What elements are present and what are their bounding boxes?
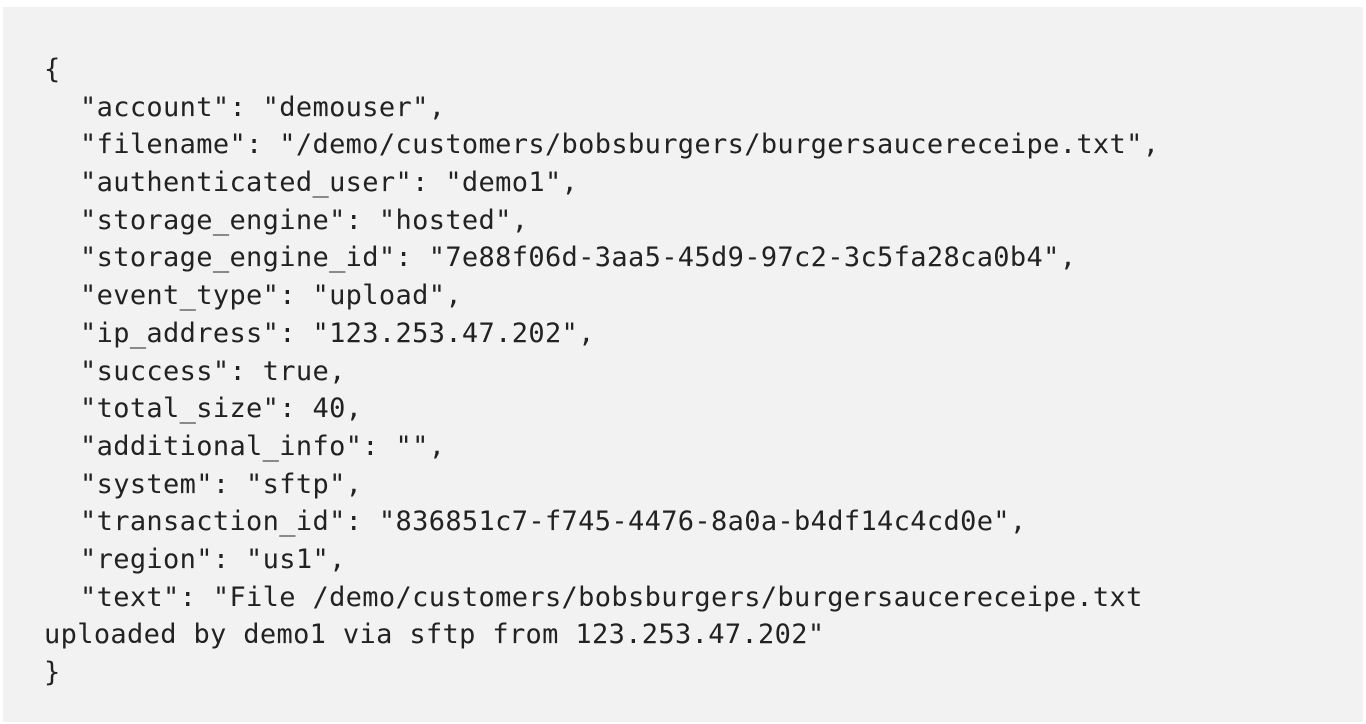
json-line-account: "account": "demouser", [80,91,446,123]
json-line-ip-address: "ip_address": "123.253.47.202", [80,317,595,349]
json-line-authenticated-user: "authenticated_user": "demo1", [80,167,579,199]
json-code: { "account": "demouser", "filename": "/dem… [44,51,1363,692]
json-line-system: "system": "sftp", [80,468,363,500]
json-line-event-type: "event_type": "upload", [80,280,462,312]
json-line-additional-info: "additional_info": "", [80,430,446,462]
json-line-text: "text": "File /demo/customers/bobsburger… [80,581,1143,613]
json-line-total-size: "total_size": 40, [80,393,363,425]
json-line-success: "success": true, [80,355,346,387]
json-line-storage-engine: "storage_engine": "hosted", [80,204,529,236]
open-brace: { [44,54,61,85]
json-line-filename: "filename": "/demo/customers/bobsburgers… [80,129,1160,161]
json-line-storage-engine-id: "storage_engine_id": "7e88f06d-3aa5-45d9… [80,242,1077,274]
json-line-text-wrapped: uploaded by demo1 via sftp from 123.253.… [44,619,825,651]
json-code-block: { "account": "demouser", "filename": "/dem… [3,7,1363,722]
json-line-transaction-id: "transaction_id": "836851c7-f745-4476-8a… [80,506,1027,538]
json-line-region: "region": "us1", [80,543,346,575]
close-brace: } [44,657,61,688]
